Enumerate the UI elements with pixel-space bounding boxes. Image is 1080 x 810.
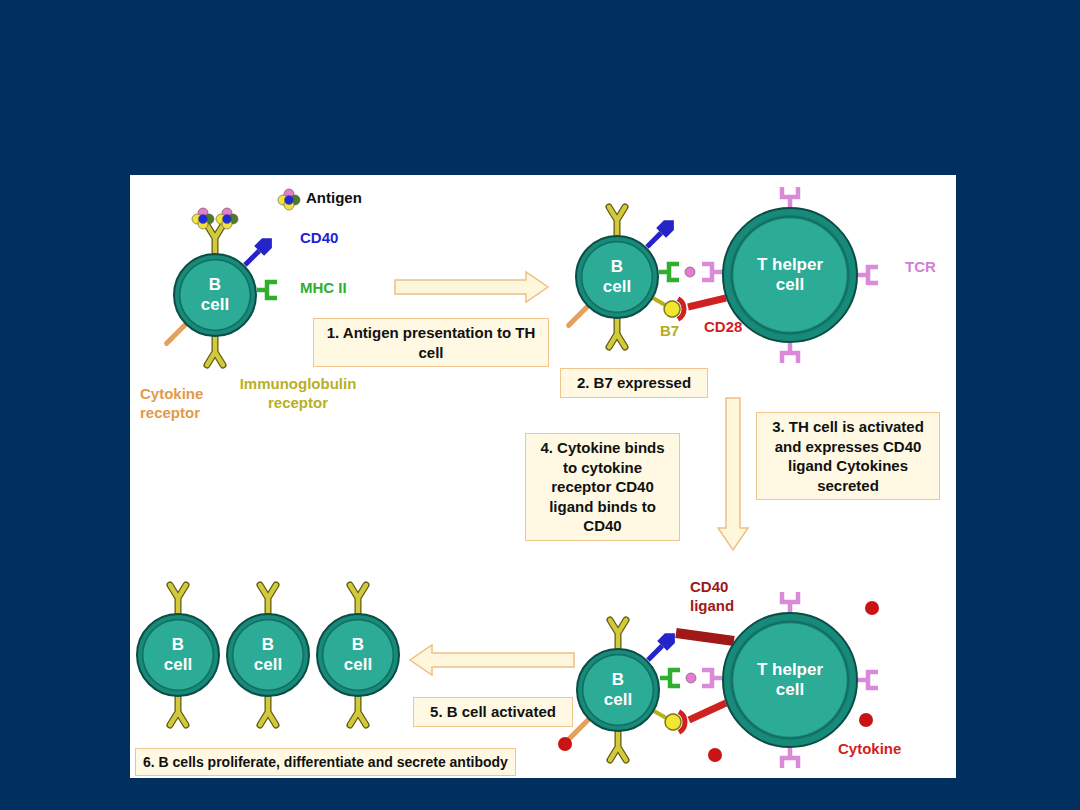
ig-receptor — [207, 225, 223, 253]
cd28-cup — [679, 712, 685, 733]
cell-label: B cell — [604, 670, 632, 709]
tcr — [782, 187, 798, 207]
step-box: 4. Cytokine binds to cytokine receptor C… — [525, 433, 680, 541]
peptide — [685, 267, 695, 277]
ig-receptor — [170, 585, 186, 613]
step-text: 2. B7 expressed — [568, 373, 700, 393]
step-box: 5. B cell activated — [413, 697, 573, 727]
part-label: CD28 — [704, 318, 742, 337]
antigen — [192, 208, 214, 229]
cell-label: B cell — [603, 257, 631, 296]
part-label: CD40 ligand — [690, 578, 754, 616]
ig-receptor — [350, 585, 366, 613]
antigen-key — [278, 189, 300, 210]
cell-label: T helper cell — [748, 660, 832, 699]
part-label: Immunoglobulin receptor — [230, 375, 366, 413]
tcr — [782, 748, 798, 768]
cell-label: B cell — [344, 635, 372, 674]
ig-receptor — [170, 697, 186, 725]
ig-receptor — [350, 697, 366, 725]
step-box: 6. B cells proliferate, differentiate an… — [135, 748, 516, 776]
tcr — [858, 267, 878, 283]
step-text: 3. TH cell is activated and expresses CD… — [764, 417, 932, 495]
ig-receptor — [609, 319, 625, 347]
part-label: CD40 — [300, 229, 338, 248]
ig-receptor — [610, 620, 626, 648]
cd40 — [643, 628, 680, 665]
cd40 — [642, 215, 679, 252]
step-box: 1. Antigen presentation to TH cell — [313, 318, 549, 367]
cell-label: B cell — [164, 635, 192, 674]
mhc-ii — [660, 670, 680, 686]
cd28-stem — [689, 703, 726, 720]
tcr — [702, 264, 722, 280]
ig-receptor — [610, 732, 626, 760]
tcr — [782, 343, 798, 363]
cd40-ligand-bar — [676, 633, 734, 641]
b-cell: B cell — [316, 613, 400, 697]
cytokine-dot — [558, 737, 572, 751]
tcr — [782, 592, 798, 612]
peptide — [686, 673, 696, 683]
cytokine-receptor — [167, 325, 185, 343]
cytokine-dot — [865, 601, 879, 615]
block-arrow — [410, 645, 574, 675]
b-cell: B cell — [226, 613, 310, 697]
mhc-ii — [659, 264, 679, 280]
cytokine-receptor — [569, 307, 587, 325]
step-text: 6. B cells proliferate, differentiate an… — [143, 753, 508, 771]
t-helper-cell: T helper cell — [722, 207, 858, 343]
ig-receptor — [260, 585, 276, 613]
part-label: TCR — [905, 258, 936, 277]
b-cell: B cell — [136, 613, 220, 697]
part-label: Antigen — [306, 189, 362, 208]
b-cell: B cell — [173, 253, 257, 337]
part-label: Cytokine — [838, 740, 901, 759]
cd28-stem — [688, 298, 726, 307]
cytokine-dot — [859, 713, 873, 727]
ig-receptor — [260, 697, 276, 725]
cell-label: B cell — [201, 275, 229, 314]
cell-label: T helper cell — [748, 255, 832, 294]
step-text: 4. Cytokine binds to cytokine receptor C… — [533, 438, 672, 536]
antigen — [216, 208, 238, 229]
cell-label: B cell — [254, 635, 282, 674]
mhc-ii — [257, 282, 277, 298]
t-helper-cell: T helper cell — [722, 612, 858, 748]
b-cell: B cell — [575, 235, 659, 319]
ig-receptor — [609, 207, 625, 235]
block-arrow — [395, 272, 548, 302]
step-box: 3. TH cell is activated and expresses CD… — [756, 412, 940, 500]
step-text: 5. B cell activated — [421, 702, 565, 722]
part-label: Cytokine receptor — [140, 385, 220, 423]
part-label: MHC II — [300, 279, 347, 298]
b-cell: B cell — [576, 648, 660, 732]
step-box: 2. B7 expressed — [560, 368, 708, 398]
block-arrow — [718, 398, 748, 550]
cd40 — [240, 233, 277, 270]
part-label: B7 — [660, 322, 679, 341]
ig-receptor — [207, 337, 223, 365]
tcr — [702, 670, 722, 686]
cd28-cup — [678, 299, 684, 320]
tcr — [858, 672, 878, 688]
step-text: 1. Antigen presentation to TH cell — [321, 323, 541, 362]
cytokine-dot — [708, 748, 722, 762]
